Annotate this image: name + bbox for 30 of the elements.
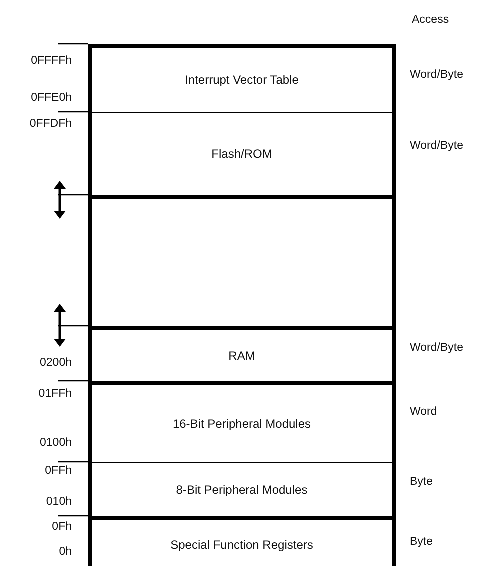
memory-region bbox=[88, 326, 396, 381]
region-name: Flash/ROM bbox=[212, 147, 272, 161]
address-label: 0FFDFh bbox=[30, 118, 72, 130]
access-type: Word/Byte bbox=[410, 69, 464, 81]
address-label: 0Fh bbox=[52, 521, 72, 533]
region-name: 8-Bit Peripheral Modules bbox=[176, 482, 308, 496]
address-label: 0FFh bbox=[45, 465, 72, 477]
memory-region bbox=[88, 44, 396, 112]
empty-region bbox=[88, 195, 396, 326]
access-type: Word/Byte bbox=[410, 140, 464, 152]
address-label: 0FFE0h bbox=[31, 92, 72, 104]
memory-region bbox=[88, 112, 396, 195]
address-label: 0h bbox=[59, 546, 72, 558]
address-label: 0200h bbox=[40, 357, 72, 369]
memory-region bbox=[88, 462, 396, 516]
access-type: Word bbox=[410, 406, 438, 418]
column-heading: Access bbox=[412, 14, 450, 26]
region-name: Special Function Registers bbox=[170, 538, 314, 552]
region-name: 16-Bit Peripheral Modules bbox=[172, 416, 312, 430]
address-label: 01FFh bbox=[38, 388, 72, 400]
address-label: 0FFFFh bbox=[31, 55, 72, 67]
address-label: 0100h bbox=[40, 437, 72, 449]
access-type: Byte bbox=[410, 476, 434, 488]
access-type: Word/Byte bbox=[410, 342, 464, 354]
access-type: Byte bbox=[410, 536, 434, 548]
region-name: Interrupt Vector Table bbox=[185, 73, 299, 87]
region-name: RAM bbox=[228, 348, 256, 362]
memory-region bbox=[88, 516, 396, 566]
memory-region bbox=[88, 381, 396, 462]
address-label: 010h bbox=[46, 496, 72, 508]
